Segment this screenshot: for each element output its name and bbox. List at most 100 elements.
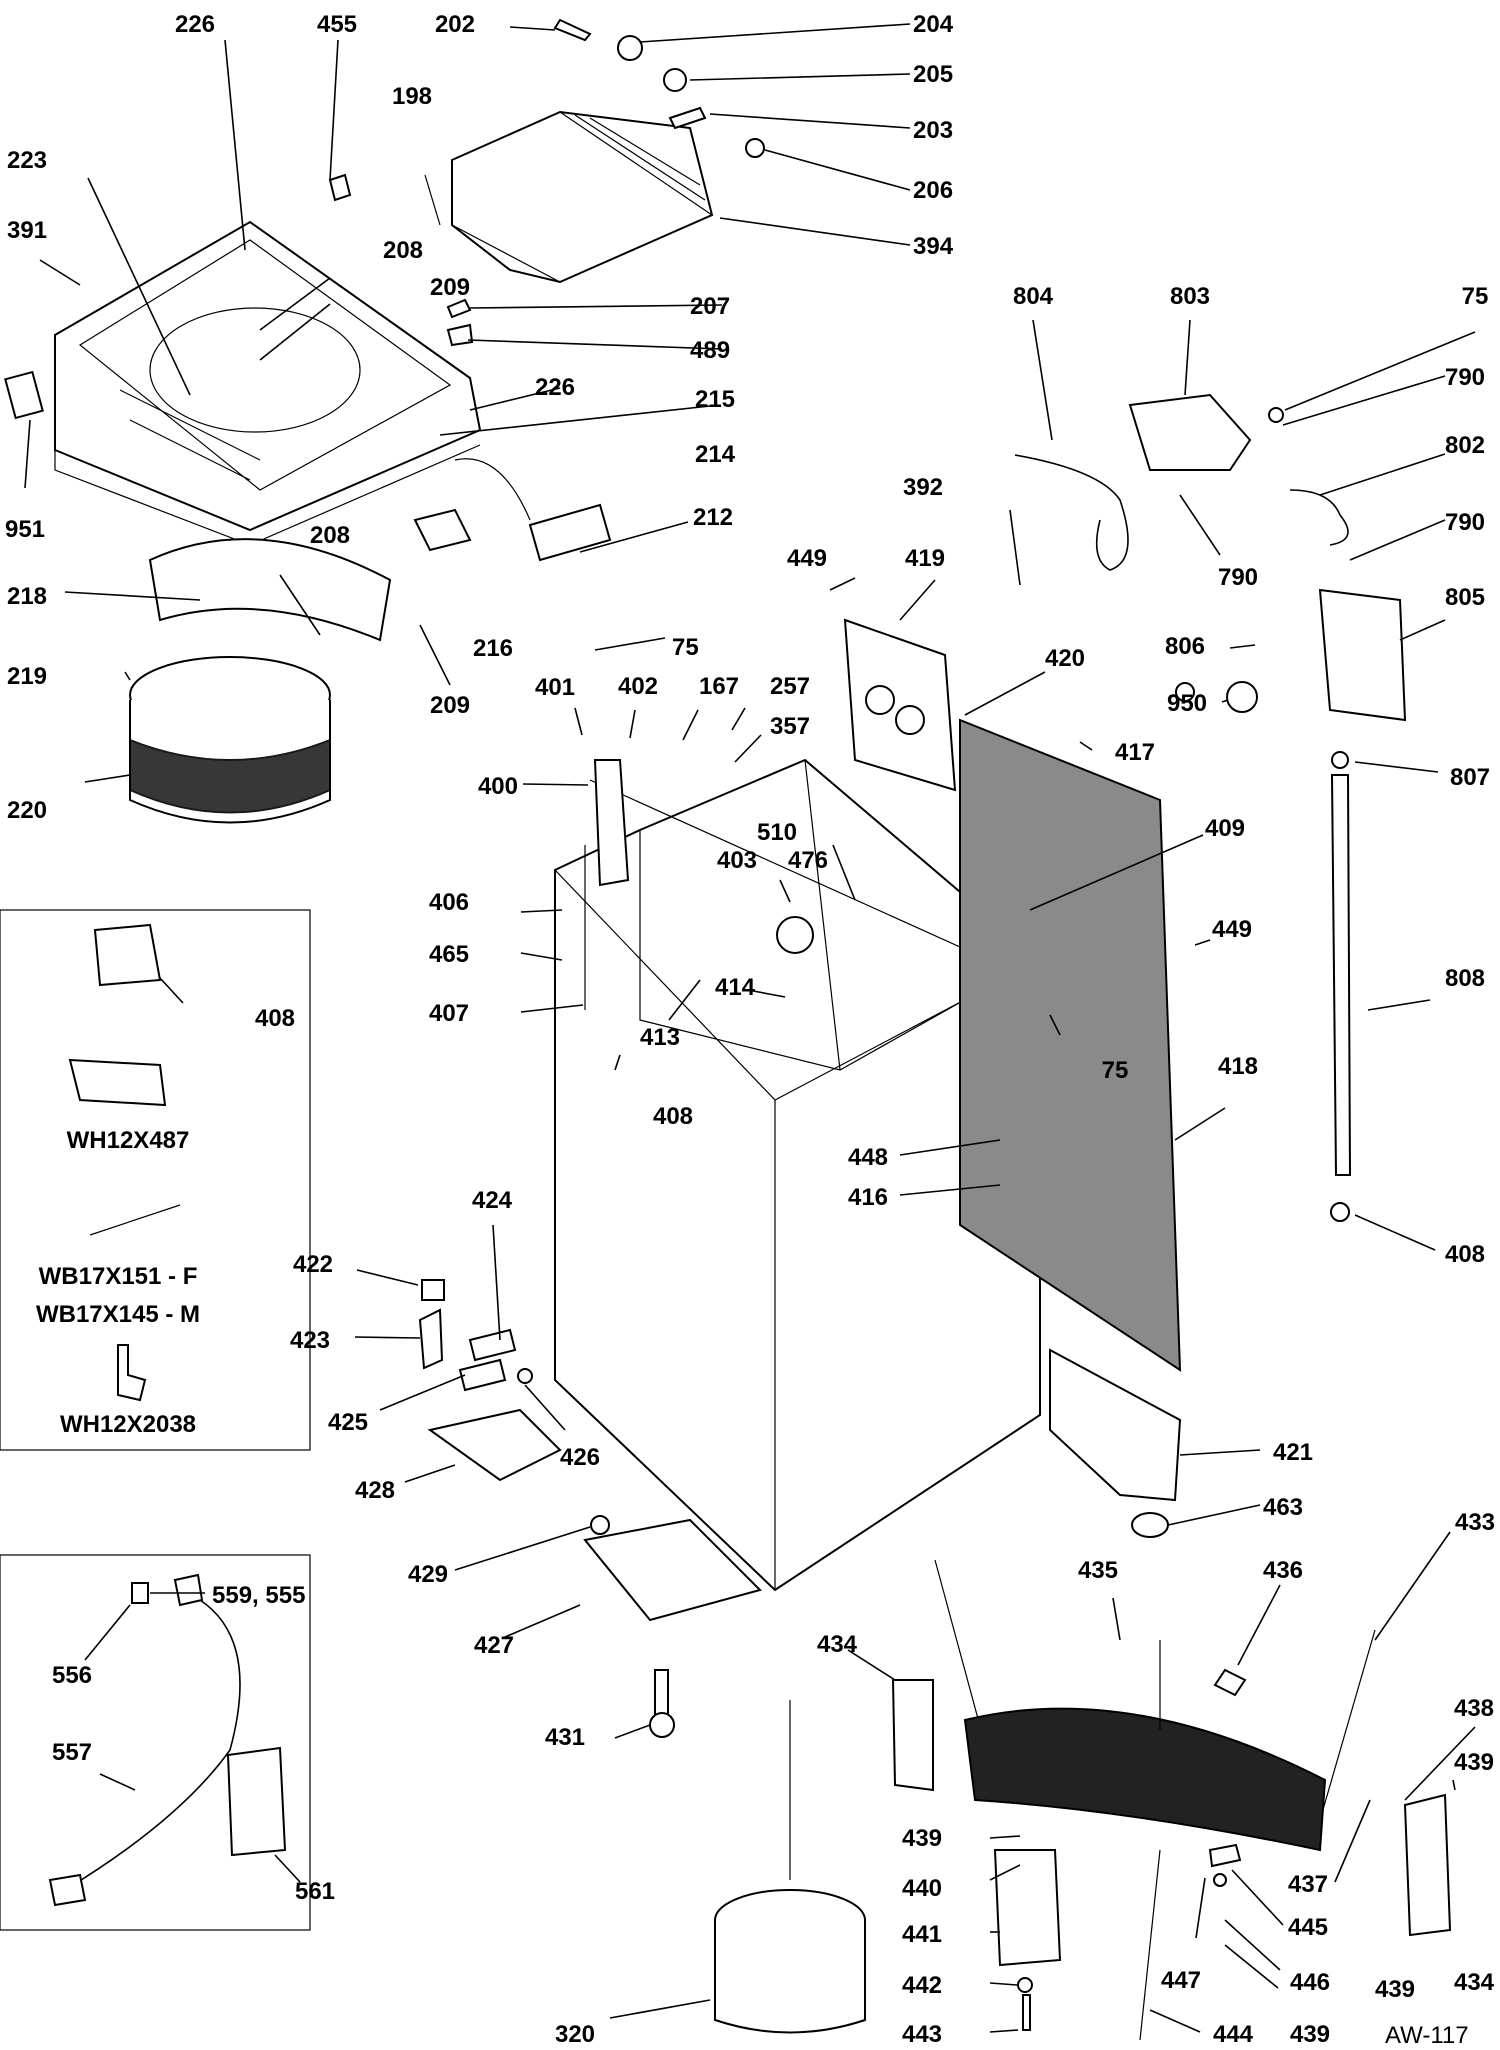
callout-439d: 439 bbox=[1290, 2021, 1330, 2048]
callout-320: 320 bbox=[555, 2021, 595, 2048]
kit-wh12x487: WH12X487 bbox=[67, 1127, 190, 1154]
callout-219: 219 bbox=[7, 663, 47, 690]
callout-257: 257 bbox=[770, 673, 810, 700]
callout-790a: 790 bbox=[1445, 364, 1485, 391]
callout-421: 421 bbox=[1273, 1439, 1313, 1466]
callout-209b: 209 bbox=[430, 692, 470, 719]
callout-391: 391 bbox=[7, 217, 47, 244]
callout-428: 428 bbox=[355, 1477, 395, 1504]
top-cover-391 bbox=[54, 220, 482, 546]
callout-216: 216 bbox=[473, 635, 513, 662]
callout-215: 215 bbox=[695, 386, 735, 413]
part-drawings bbox=[0, 18, 1452, 2041]
callout-208b: 208 bbox=[310, 522, 350, 549]
callout-445: 445 bbox=[1288, 1914, 1328, 1941]
part-441 bbox=[993, 1849, 1062, 1967]
callout-75c: 75 bbox=[1102, 1057, 1129, 1084]
callout-417: 417 bbox=[1115, 739, 1155, 766]
callout-425: 425 bbox=[328, 1409, 368, 1436]
callout-803: 803 bbox=[1170, 283, 1210, 310]
callout-207: 207 bbox=[690, 293, 730, 320]
callout-561: 561 bbox=[295, 1878, 335, 1905]
callout-209: 209 bbox=[430, 274, 470, 301]
bracket-419 bbox=[843, 618, 957, 792]
callout-440: 440 bbox=[902, 1875, 942, 1902]
callout-950: 950 bbox=[1167, 690, 1207, 717]
callout-202: 202 bbox=[435, 11, 475, 38]
callout-419: 419 bbox=[905, 545, 945, 572]
callout-806: 806 bbox=[1165, 633, 1205, 660]
callout-208: 208 bbox=[383, 237, 423, 264]
callout-413: 413 bbox=[640, 1024, 680, 1051]
bracket-400 bbox=[593, 759, 630, 887]
panel-418 bbox=[959, 718, 1182, 1372]
callout-226: 226 bbox=[175, 11, 215, 38]
kit-wb17x145: WB17X145 - M bbox=[36, 1301, 200, 1328]
callout-804: 804 bbox=[1013, 283, 1054, 310]
callout-489: 489 bbox=[690, 337, 730, 364]
callout-557: 557 bbox=[52, 1739, 92, 1766]
valve-805 bbox=[1318, 588, 1407, 722]
callout-167: 167 bbox=[699, 673, 739, 700]
callout-labels: 226 455 202 204 205 203 206 394 198 223 … bbox=[5, 11, 1495, 2049]
callout-437: 437 bbox=[1288, 1871, 1328, 1898]
callout-406: 406 bbox=[429, 889, 469, 916]
callout-407: 407 bbox=[429, 1000, 469, 1027]
lid-394 bbox=[451, 110, 714, 284]
callout-455: 455 bbox=[317, 11, 357, 38]
callout-434b: 434 bbox=[1454, 1969, 1495, 1996]
callout-394: 394 bbox=[913, 233, 954, 260]
kit-wb17x151: WB17X151 - F bbox=[39, 1263, 198, 1290]
callout-75b: 75 bbox=[1462, 283, 1489, 310]
callout-439b: 439 bbox=[902, 1825, 942, 1852]
callout-463: 463 bbox=[1263, 1494, 1303, 1521]
callout-808: 808 bbox=[1445, 965, 1485, 992]
callout-449: 449 bbox=[787, 545, 827, 572]
callout-807: 807 bbox=[1450, 764, 1490, 791]
callout-226b: 226 bbox=[535, 374, 575, 401]
callout-408-inset: 408 bbox=[255, 1005, 295, 1032]
callout-402: 402 bbox=[618, 673, 658, 700]
callout-416: 416 bbox=[848, 1184, 888, 1211]
callout-223: 223 bbox=[7, 147, 47, 174]
callout-802: 802 bbox=[1445, 432, 1485, 459]
callout-423: 423 bbox=[290, 1327, 330, 1354]
callout-448: 448 bbox=[848, 1144, 888, 1171]
callout-447: 447 bbox=[1161, 1967, 1201, 1994]
callout-465: 465 bbox=[429, 941, 469, 968]
callout-203: 203 bbox=[913, 117, 953, 144]
callout-408b: 408 bbox=[653, 1103, 693, 1130]
callout-790c: 790 bbox=[1218, 564, 1258, 591]
callout-439a: 439 bbox=[1454, 1749, 1494, 1776]
callout-427: 427 bbox=[474, 1632, 514, 1659]
callout-439c: 439 bbox=[1375, 1976, 1415, 2003]
callout-418: 418 bbox=[1218, 1053, 1258, 1080]
callout-220: 220 bbox=[7, 797, 47, 824]
small-parts-top bbox=[328, 18, 765, 562]
callout-214: 214 bbox=[695, 441, 736, 468]
callout-556: 556 bbox=[52, 1662, 92, 1689]
callout-204: 204 bbox=[913, 11, 954, 38]
callout-414: 414 bbox=[715, 974, 756, 1001]
callout-403: 403 bbox=[717, 847, 757, 874]
motor-320 bbox=[714, 1700, 866, 2034]
callout-559-555: 559, 555 bbox=[212, 1582, 305, 1609]
callout-444: 444 bbox=[1213, 2021, 1254, 2048]
callout-434: 434 bbox=[817, 1631, 858, 1658]
callout-435: 435 bbox=[1078, 1557, 1118, 1584]
callout-409: 409 bbox=[1205, 815, 1245, 842]
callout-442: 442 bbox=[902, 1972, 942, 1999]
callout-424: 424 bbox=[472, 1187, 513, 1214]
callout-426: 426 bbox=[560, 1444, 600, 1471]
callout-75: 75 bbox=[672, 634, 699, 661]
callout-438: 438 bbox=[1454, 1695, 1494, 1722]
callout-357: 357 bbox=[770, 713, 810, 740]
callout-449b: 449 bbox=[1212, 916, 1252, 943]
callout-212: 212 bbox=[693, 504, 733, 531]
inset-parts-1 bbox=[68, 923, 181, 1402]
callout-790b: 790 bbox=[1445, 509, 1485, 536]
callout-206: 206 bbox=[913, 177, 953, 204]
part-951 bbox=[4, 370, 44, 420]
callout-805: 805 bbox=[1445, 584, 1485, 611]
kit-wh12x2038: WH12X2038 bbox=[60, 1411, 196, 1438]
